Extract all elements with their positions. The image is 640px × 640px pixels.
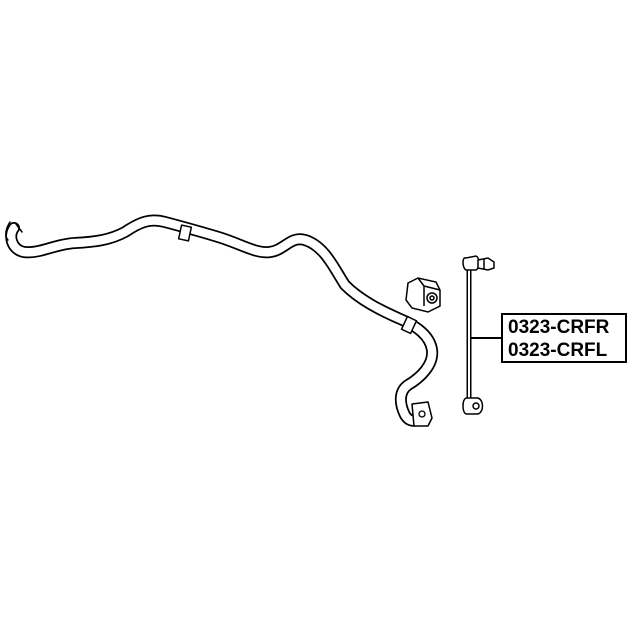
stabilizer-bar	[5, 214, 439, 427]
part-number-label: 0323-CRFR 0323-CRFL	[501, 313, 627, 363]
part-number-left: 0323-CRFL	[508, 340, 608, 361]
stabilizer-link	[462, 255, 501, 415]
bushing	[405, 277, 441, 313]
part-number-right: 0323-CRFR	[508, 317, 610, 338]
